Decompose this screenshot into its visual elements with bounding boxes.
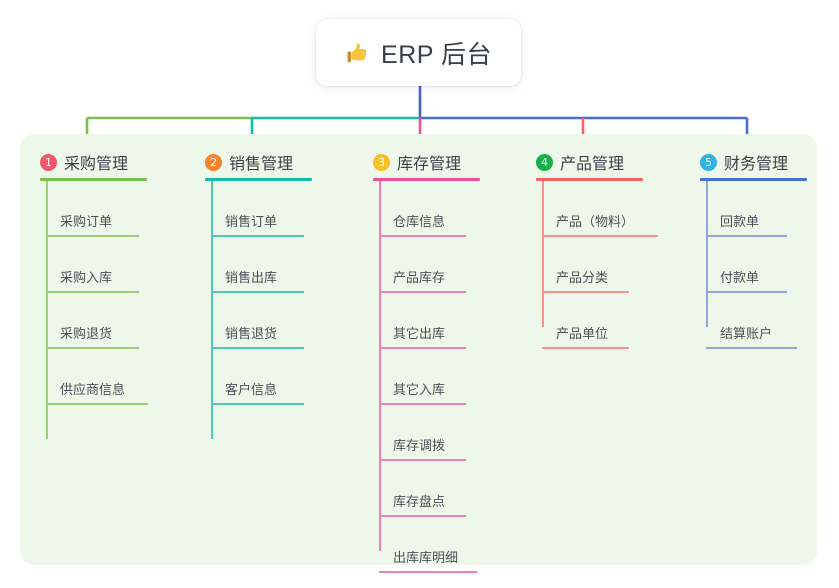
leaf-rule: [211, 291, 304, 293]
leaf-node[interactable]: 产品库存: [379, 237, 466, 293]
leaf-rule: [379, 403, 466, 405]
leaf-label: 产品（物料）: [556, 214, 635, 229]
column-header-2[interactable]: 2 销售管理: [205, 150, 293, 174]
leaf-node[interactable]: 其它入库: [379, 349, 466, 405]
thumbs-up-icon: [345, 41, 370, 66]
leaf-label: 产品库存: [393, 270, 446, 285]
leaf-node[interactable]: 采购入库: [46, 237, 139, 293]
leaf-rule: [542, 235, 658, 237]
column-badge-3: 3: [373, 153, 390, 171]
leaf-node[interactable]: 产品单位: [542, 293, 629, 349]
leaf-label: 回款单: [720, 214, 760, 229]
leaf-rule: [211, 235, 304, 237]
leaf-node[interactable]: 客户信息: [211, 349, 304, 405]
leaf-rule: [379, 459, 466, 461]
leaf-rule: [46, 403, 148, 405]
column-title-4: 产品管理: [560, 156, 625, 173]
leaf-label: 出库库明细: [393, 550, 459, 565]
leaf-node[interactable]: 库存调拨: [379, 405, 466, 461]
leaf-rule: [542, 291, 629, 293]
root-title: ERP 后台: [381, 40, 492, 69]
column-badge-2: 2: [205, 153, 222, 171]
leaf-node[interactable]: 销售出库: [211, 237, 304, 293]
column-rule-2: [205, 178, 312, 181]
leaf-label: 销售订单: [225, 214, 278, 229]
leaf-rule: [211, 403, 304, 405]
leaf-rule: [46, 235, 139, 237]
leaf-label: 采购退货: [60, 326, 113, 341]
leaf-node[interactable]: 库存盘点: [379, 461, 466, 517]
column-rule-5: [700, 178, 807, 181]
leaf-label: 库存调拨: [393, 438, 446, 453]
leaf-label: 客户信息: [225, 382, 278, 397]
leaf-node[interactable]: 其它出库: [379, 293, 466, 349]
content-panel: [20, 134, 817, 565]
column-header-5[interactable]: 5 财务管理: [700, 150, 788, 174]
leaf-label: 仓库信息: [393, 214, 446, 229]
leaf-label: 供应商信息: [60, 382, 126, 397]
column-trunk-5: [706, 181, 708, 327]
column-badge-1: 1: [40, 153, 57, 171]
column-header-1[interactable]: 1 采购管理: [40, 150, 128, 174]
leaf-label: 付款单: [720, 270, 760, 285]
leaf-rule: [542, 347, 629, 349]
leaf-label: 结算账户: [720, 326, 773, 341]
leaf-node[interactable]: 回款单: [706, 181, 787, 237]
column-title-1: 采购管理: [64, 156, 129, 173]
leaf-label: 其它入库: [393, 382, 446, 397]
column-header-3[interactable]: 3 库存管理: [373, 150, 461, 174]
leaf-label: 采购入库: [60, 270, 113, 285]
column-rule-1: [40, 178, 147, 181]
leaf-rule: [706, 235, 787, 237]
leaf-node[interactable]: 供应商信息: [46, 349, 148, 405]
root-node-content: ERP 后台: [345, 35, 492, 71]
column-badge-5: 5: [700, 153, 717, 171]
column-trunk-4: [542, 181, 544, 327]
leaf-node[interactable]: 付款单: [706, 237, 787, 293]
leaf-node[interactable]: 采购订单: [46, 181, 139, 237]
leaf-node[interactable]: 采购退货: [46, 293, 139, 349]
leaf-rule: [379, 347, 466, 349]
column-title-3: 库存管理: [397, 156, 462, 173]
leaf-node[interactable]: 产品（物料）: [542, 181, 658, 237]
leaf-node[interactable]: 销售订单: [211, 181, 304, 237]
leaf-label: 其它出库: [393, 326, 446, 341]
leaf-label: 销售退货: [225, 326, 278, 341]
leaf-label: 产品分类: [556, 270, 609, 285]
column-trunk-3: [379, 181, 381, 551]
leaf-rule: [46, 347, 139, 349]
column-rule-4: [536, 178, 643, 181]
leaf-node[interactable]: 仓库信息: [379, 181, 466, 237]
leaf-rule: [706, 291, 787, 293]
leaf-rule: [379, 235, 466, 237]
leaf-label: 产品单位: [556, 326, 609, 341]
column-title-5: 财务管理: [724, 156, 789, 173]
column-rule-3: [373, 178, 480, 181]
leaf-node[interactable]: 结算账户: [706, 293, 797, 349]
leaf-node[interactable]: 销售退货: [211, 293, 304, 349]
root-node[interactable]: ERP 后台: [316, 19, 521, 86]
leaf-rule: [379, 291, 466, 293]
leaf-node[interactable]: 产品分类: [542, 237, 629, 293]
leaf-rule: [706, 347, 797, 349]
leaf-label: 库存盘点: [393, 494, 446, 509]
column-header-4[interactable]: 4 产品管理: [536, 150, 624, 174]
column-trunk-1: [46, 181, 48, 439]
leaf-rule: [211, 347, 304, 349]
leaf-rule: [379, 515, 466, 517]
column-title-2: 销售管理: [229, 156, 294, 173]
leaf-rule: [46, 291, 139, 293]
leaf-label: 采购订单: [60, 214, 113, 229]
leaf-label: 销售出库: [225, 270, 278, 285]
leaf-node[interactable]: 出库库明细: [379, 517, 477, 573]
column-trunk-2: [211, 181, 213, 439]
leaf-rule: [379, 571, 477, 573]
column-badge-4: 4: [536, 153, 553, 171]
